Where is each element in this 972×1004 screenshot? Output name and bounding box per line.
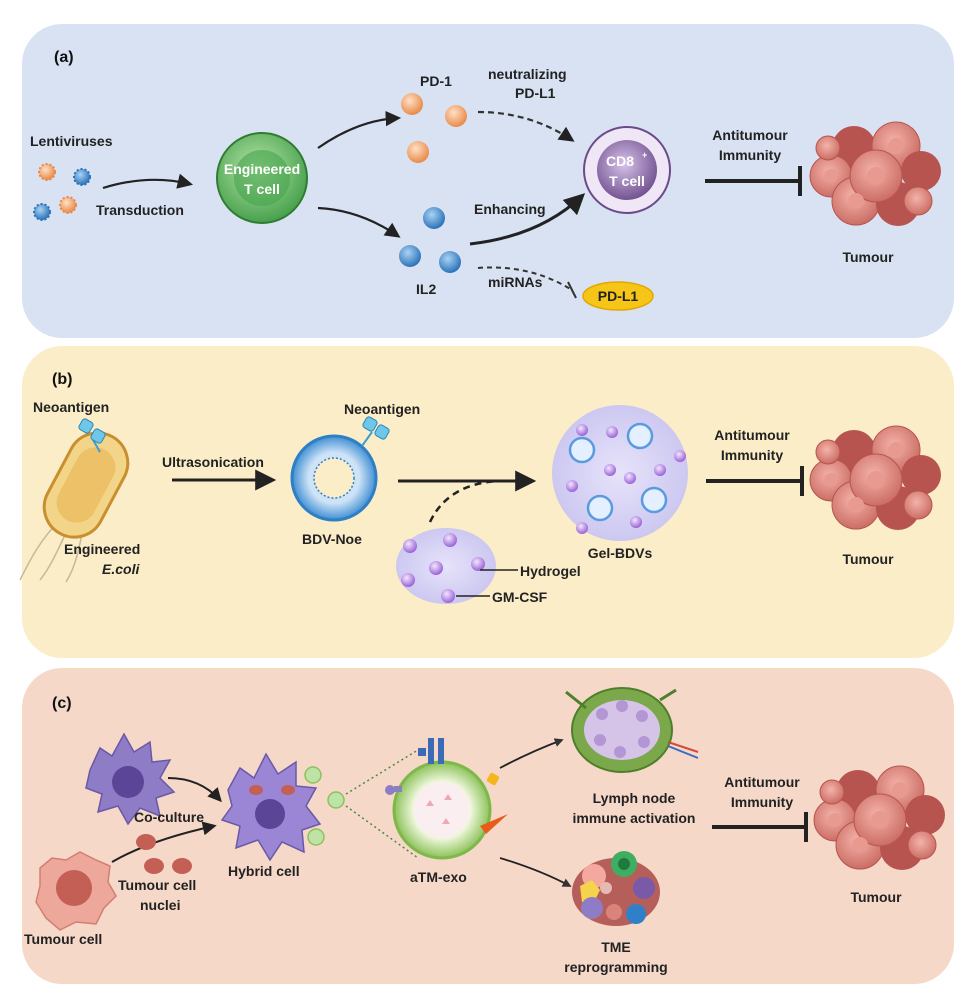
engineered-t-cell-label-line2: T cell [244,181,280,197]
antitumour-c-line2: Immunity [731,794,793,810]
panel-a: (a) Lentiviruses Transduction Engineered… [22,24,954,338]
co-culture-label: Co-culture [134,809,204,825]
antitumour-a-line2: Immunity [719,147,781,163]
tme-icon [572,851,660,926]
mirnas-inhibit-line [477,266,573,291]
neoantigen-mid-label: Neoantigen [344,401,420,417]
cd8-label-line2: T cell [609,173,645,189]
exo-to-lymph-arrow [499,738,564,769]
bdv-vesicle-icon [290,416,390,522]
dc-to-hybrid-arrow [167,777,222,803]
e-coli-icon [19,431,130,583]
inhibition-bar-icon [706,466,804,496]
ultrasonication-label: Ultrasonication [162,454,264,470]
cd8-label-sup: + [642,150,647,160]
antitumour-c-line1: Antitumour [724,774,800,790]
arrow-to-pd1 [317,110,402,149]
arrow-to-il2 [317,206,401,238]
inhibition-bar-icon [712,812,808,842]
antitumour-b-line2: Immunity [721,447,783,463]
pd1-label: PD-1 [420,73,452,89]
engineered-t-cell-icon [216,132,308,224]
antitumour-a-line1: Antitumour [712,127,788,143]
atm-exo-label: aTM-exo [410,869,467,885]
zoom-line-top [345,749,419,795]
enhancing-arrow [469,193,586,246]
enhancing-label: Enhancing [474,201,546,217]
tumour-cell-label: Tumour cell [24,931,102,947]
neutralizing-label-line1: neutralizing [488,66,567,82]
panel-b-background [22,346,954,658]
engineered-ecoli-line2: E.coli [102,561,140,577]
pdl1-badge [582,281,654,311]
hydrogel-dashed-arrow [428,479,499,523]
exo-to-tme-arrow [499,857,572,887]
lymph-node-line2: immune activation [573,810,696,826]
panel-a-label: (a) [54,49,74,66]
mirnas-label: miRNAs [488,274,543,290]
cd8-label-line1: CD8 [606,153,634,169]
neoantigen-left-label: Neoantigen [33,399,109,415]
lentivirus-icon [33,163,91,221]
gel-bdvs-label: Gel-BDVs [588,545,653,561]
small-exosome-icon [304,766,345,846]
transduction-label: Transduction [96,202,184,218]
lentiviruses-label: Lentiviruses [30,133,113,149]
tumour-a-label: Tumour [842,249,894,265]
pd1-sphere-icon [401,93,467,163]
il2-label: IL2 [416,281,436,297]
neoantigen-icon [78,418,106,453]
cd8-t-cell-icon [583,126,671,214]
tumour-b-label: Tumour [842,551,894,567]
tumour-c-label: Tumour [850,889,902,905]
hybrid-cell-icon [220,752,322,862]
panel-c-label: (c) [52,695,72,712]
tumour-cell-icon [35,851,117,931]
tumour-nuclei-line1: Tumour cell [118,877,196,893]
bdv-noe-label: BDV-Noe [302,531,362,547]
inhibition-bar-icon [705,166,802,196]
neutralizing-arrow [477,110,575,142]
panel-b: (b) Neoantigen Engineered E.coli Ultraso… [19,346,954,658]
lymph-node-icon [565,687,699,773]
hydrogel-label: Hydrogel [520,563,581,579]
nuclei-to-hybrid-arrow [111,821,217,863]
hydrogel-icon [396,528,496,604]
pdl1-badge-label: PD-L1 [598,288,639,304]
gel-bdvs-icon [552,405,688,541]
engineered-t-cell-label-line1: Engineered [224,161,300,177]
panel-c: (c) Co-culture Tumour cell Tumour cell n… [22,668,954,984]
hybrid-cell-label: Hybrid cell [228,863,300,879]
gm-csf-label: GM-CSF [492,589,548,605]
tumour-nuclei-line2: nuclei [140,897,180,913]
tme-line2: reprogramming [564,959,667,975]
engineered-ecoli-line1: Engineered [64,541,140,557]
il2-sphere-icon [399,207,461,273]
mirnas-inhibit-bar [567,281,577,299]
exosome-icon [385,738,508,860]
tumour-nuclei-icon [136,834,192,874]
panel-a-background [22,24,954,338]
antitumour-b-line1: Antitumour [714,427,790,443]
tme-line1: TME [601,939,631,955]
panel-b-label: (b) [52,371,72,388]
neutralizing-label-line2: PD-L1 [515,85,556,101]
dendritic-cell-icon [85,732,176,826]
transduction-arrow [102,173,193,190]
lymph-node-line1: Lymph node [593,790,676,806]
